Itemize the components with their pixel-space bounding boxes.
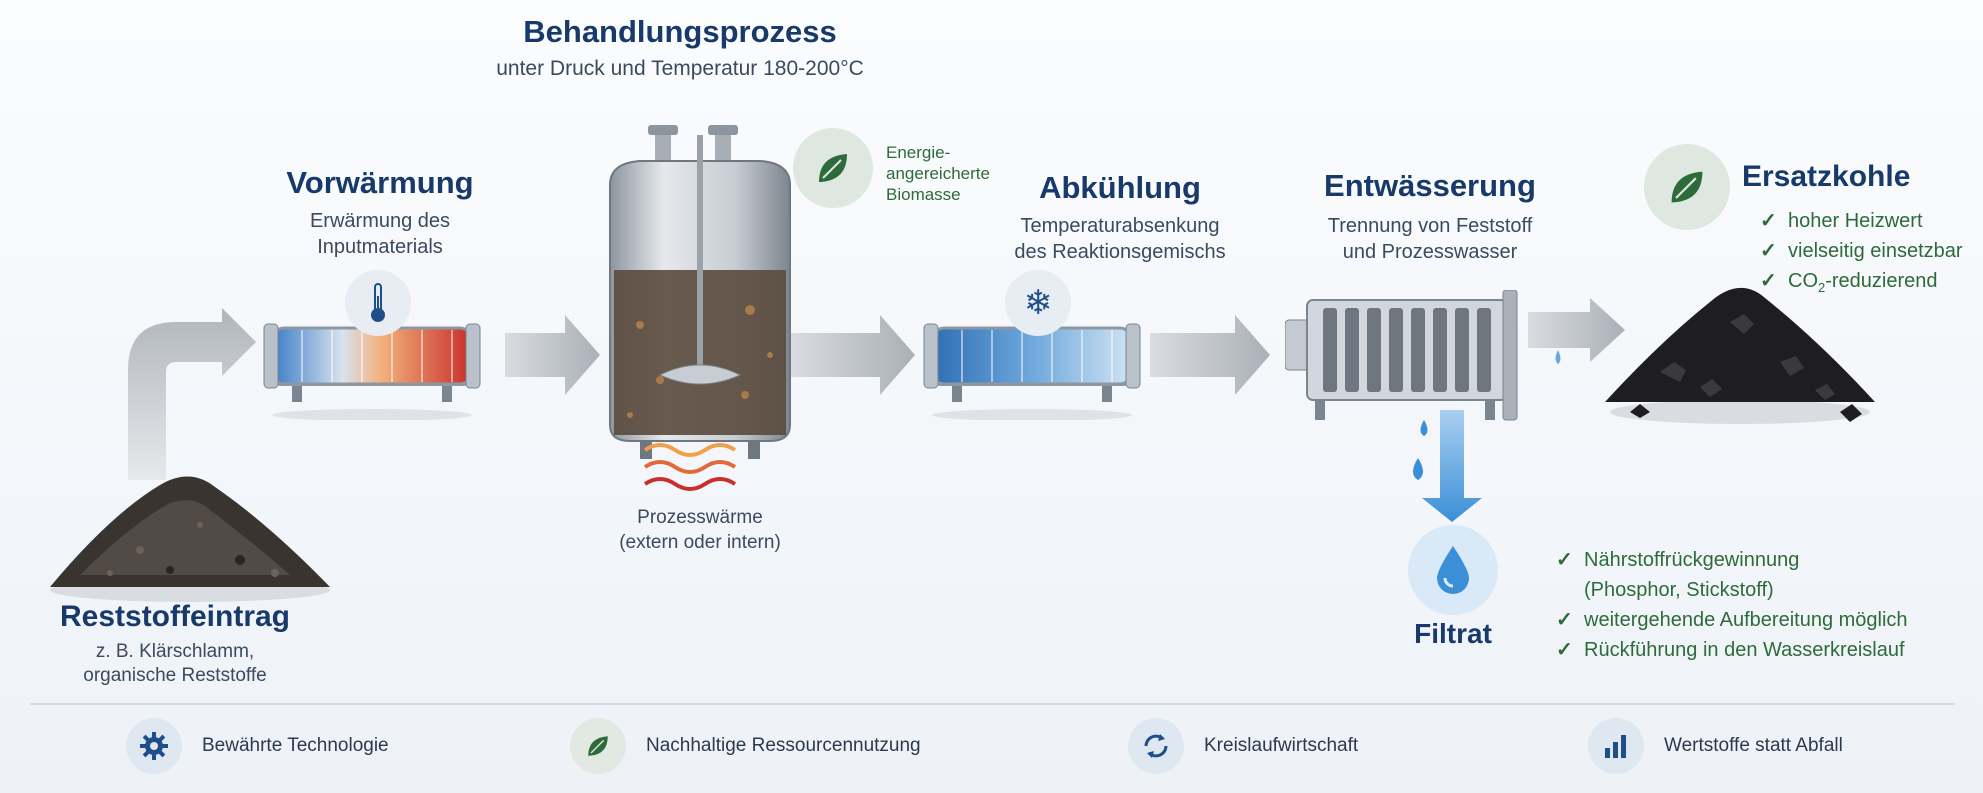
- sludge-pile: [50, 476, 330, 602]
- biomass-line3: Biomasse: [886, 185, 961, 204]
- footer-label-technology: Bewährte Technologie: [202, 735, 389, 756]
- filtrate-benefit-3-label: Rückführung in den Wasserkreislauf: [1584, 639, 1905, 661]
- dewater-title: Entwässerung: [1324, 168, 1536, 203]
- snowflake-icon: ❄: [1005, 270, 1071, 336]
- page-title: Behandlungsprozess: [523, 14, 837, 49]
- footer-item-technology: Bewährte Technologie: [126, 718, 389, 774]
- biomass-line2: angereicherte: [886, 164, 990, 183]
- preheat-title: Vorwärmung: [286, 165, 474, 200]
- filtrate-benefit-note: (Phosphor, Stickstoff): [1556, 575, 1908, 605]
- cooling-desc: Temperaturabsenkung des Reaktionsgemisch…: [985, 213, 1255, 265]
- reactor-vessel: [609, 125, 791, 459]
- check-icon: ✓: [1556, 549, 1573, 571]
- coal-benefits: ✓ hoher Heizwert ✓ vielseitig einsetzbar ✓…: [1760, 206, 1963, 303]
- biomass-label: Energie- angereicherte Biomasse: [886, 142, 990, 205]
- coal-benefit-1-label: hoher Heizwert: [1788, 210, 1923, 232]
- dewater-desc-line1: Trennung von Feststoff: [1327, 215, 1533, 237]
- thermometer-icon: [371, 283, 385, 322]
- filtrate-benefits: ✓ Nährstoffrückgewinnung (Phosphor, Stick…: [1556, 545, 1908, 665]
- coal-title: Ersatzkohle: [1742, 160, 1911, 193]
- coal-benefit-2-label: vielseitig einsetzbar: [1788, 240, 1963, 262]
- preheat-desc-line2: Inputmaterials: [317, 236, 443, 258]
- process-heat-line2: (extern oder intern): [619, 532, 781, 553]
- dewater-desc: Trennung von Feststoff und Prozesswasser: [1285, 213, 1575, 265]
- filter-press: [1285, 290, 1518, 421]
- footer-label-circular: Kreislaufwirtschaft: [1204, 735, 1359, 756]
- check-icon: ✓: [1760, 210, 1777, 232]
- coal-benefit-2: ✓ vielseitig einsetzbar: [1760, 236, 1963, 266]
- co2-prefix: CO: [1788, 270, 1818, 292]
- cooling-title: Abkühlung: [1039, 170, 1201, 205]
- check-icon: ✓: [1760, 240, 1777, 262]
- filtrate-benefit-2: ✓ weitergehende Aufbereitung möglich: [1556, 605, 1908, 635]
- coal-badge: [1644, 144, 1730, 230]
- thermometer-badge: [345, 270, 411, 336]
- process-heat-icon: [643, 443, 737, 491]
- check-icon: ✓: [1760, 270, 1777, 292]
- co2-sub: 2: [1818, 280, 1826, 295]
- filtrate-benefit-3: ✓ Rückführung in den Wasserkreislauf: [1556, 635, 1908, 665]
- cooling-desc-line1: Temperaturabsenkung: [1020, 215, 1220, 237]
- preheater-tube: [263, 323, 481, 420]
- footer-item-value: Wertstoffe statt Abfall: [1588, 718, 1843, 774]
- filtrate-benefit-1: ✓ Nährstoffrückgewinnung: [1556, 545, 1908, 575]
- footer-label-value: Wertstoffe statt Abfall: [1664, 735, 1843, 756]
- filtrate-benefit-1-label: Nährstoffrückgewinnung: [1584, 549, 1800, 571]
- footer-item-resources: Nachhaltige Ressourcennutzung: [570, 718, 921, 774]
- bar-chart-icon: [1588, 718, 1644, 774]
- co2-suffix: -reduzierend: [1825, 270, 1938, 292]
- check-icon: ✓: [1556, 639, 1573, 661]
- coal-benefit-1: ✓ hoher Heizwert: [1760, 206, 1963, 236]
- footer-item-circular: Kreislaufwirtschaft: [1128, 718, 1358, 774]
- leaf-icon: [1671, 171, 1703, 203]
- gear-icon: [126, 718, 182, 774]
- biomass-line1: Energie-: [886, 143, 951, 162]
- footer-label-resources: Nachhaltige Ressourcennutzung: [646, 735, 921, 756]
- coal-benefit-3: ✓ CO2-reduzierend: [1760, 266, 1963, 303]
- input-desc-line1: z. B. Klärschlamm,: [95, 641, 255, 662]
- filtrate-badge: [1408, 525, 1498, 615]
- page-subtitle: unter Druck und Temperatur 180-200°C: [496, 57, 864, 80]
- check-icon: ✓: [1556, 609, 1573, 631]
- biomass-badge: [793, 128, 873, 208]
- input-desc-line2: organische Reststoffe: [83, 665, 267, 686]
- filtrate-benefit-note-label: (Phosphor, Stickstoff): [1584, 579, 1774, 601]
- input-desc: z. B. Klärschlamm, organische Reststoffe: [20, 640, 330, 688]
- process-heat-line1: Prozesswärme: [637, 507, 763, 528]
- preheat-desc-line1: Erwärmung des: [309, 210, 451, 232]
- input-title: Reststoffeintrag: [59, 600, 291, 633]
- leaf-icon: [819, 154, 847, 182]
- water-drop-icon: [1437, 546, 1469, 594]
- cycle-icon: [1128, 718, 1184, 774]
- coal-pile: [1605, 287, 1875, 424]
- dewater-desc-line2: und Prozesswasser: [1342, 241, 1518, 263]
- cooling-desc-line2: des Reaktionsgemischs: [1014, 241, 1226, 263]
- leaf-icon: [570, 718, 626, 774]
- filtrate-benefit-2-label: weitergehende Aufbereitung möglich: [1584, 609, 1908, 631]
- filtrate-title: Filtrat: [1414, 618, 1492, 649]
- process-heat-label: Prozesswärme (extern oder intern): [585, 505, 815, 555]
- cooler-tube: [923, 323, 1141, 420]
- preheat-desc: Erwärmung des Inputmaterials: [240, 208, 520, 260]
